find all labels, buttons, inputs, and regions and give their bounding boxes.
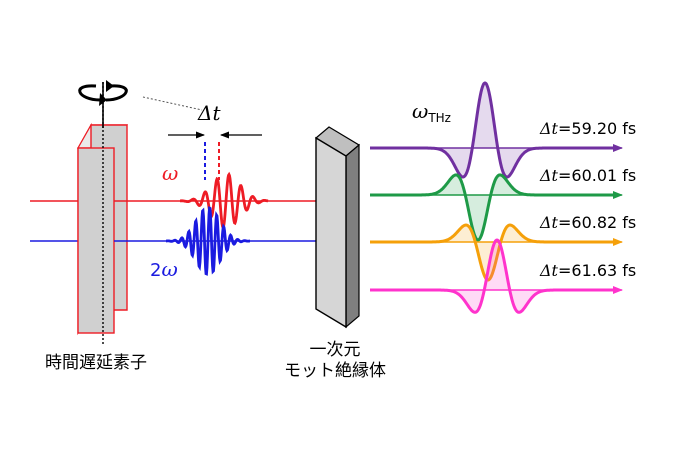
two-omega-label: 2ω <box>150 257 178 281</box>
time-delay-element-label: 時間遅延素子 <box>45 353 147 373</box>
omega-thz-label: ωTHz <box>412 99 451 125</box>
omega-wave-packet <box>180 171 269 231</box>
callout-line <box>142 96 203 111</box>
thz-traces: Δt=59.20 fs Δt=60.01 fs Δt=60.82 fs Δt=61.6… <box>370 81 636 314</box>
thz-waveform <box>370 81 618 179</box>
trace-fill <box>370 225 618 280</box>
thz-waveform <box>370 238 618 314</box>
thz-waveform <box>370 173 618 242</box>
mott-insulator-plate <box>314 126 361 329</box>
delay-value-label: Δt=59.20 fs <box>539 119 636 138</box>
delay-value-label: Δt=60.82 fs <box>539 213 636 232</box>
mott-label-line2: モット絶縁体 <box>284 361 386 381</box>
delay-value-label: Δt=60.01 fs <box>539 166 636 185</box>
mott-label-line1: 一次元 <box>310 340 361 360</box>
thz-waveform <box>370 223 618 282</box>
rotation-arrow-icon <box>78 80 128 106</box>
omega-label: ω <box>162 161 178 185</box>
delta-t-label: Δt <box>197 101 221 125</box>
trace-fill <box>370 240 618 313</box>
delay-value-label: Δt=61.63 fs <box>539 261 636 280</box>
two-omega-wave-packet <box>166 206 250 276</box>
time-delay-plate <box>76 122 129 336</box>
